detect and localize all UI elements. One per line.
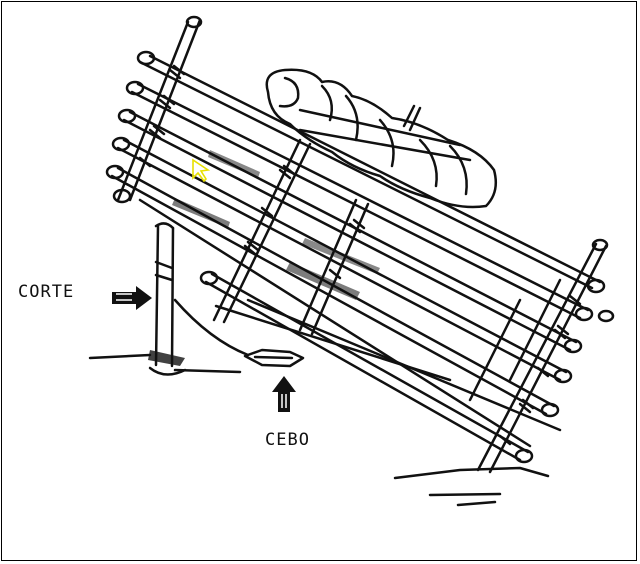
log-ends (105, 15, 609, 286)
label-cebo: CEBO (265, 430, 310, 450)
label-corte: CORTE (18, 282, 75, 302)
trigger-line (173, 298, 250, 357)
cursor-arrow-icon (192, 158, 211, 183)
arrow-right-icon (112, 286, 152, 310)
arrow-up-icon (272, 376, 296, 412)
lashings (138, 64, 582, 446)
cross-logs (116, 18, 608, 474)
bait (243, 348, 305, 368)
shading (148, 150, 380, 366)
log-ends-right (514, 278, 615, 464)
weight-bundle (265, 68, 497, 209)
support-stick (148, 222, 187, 376)
